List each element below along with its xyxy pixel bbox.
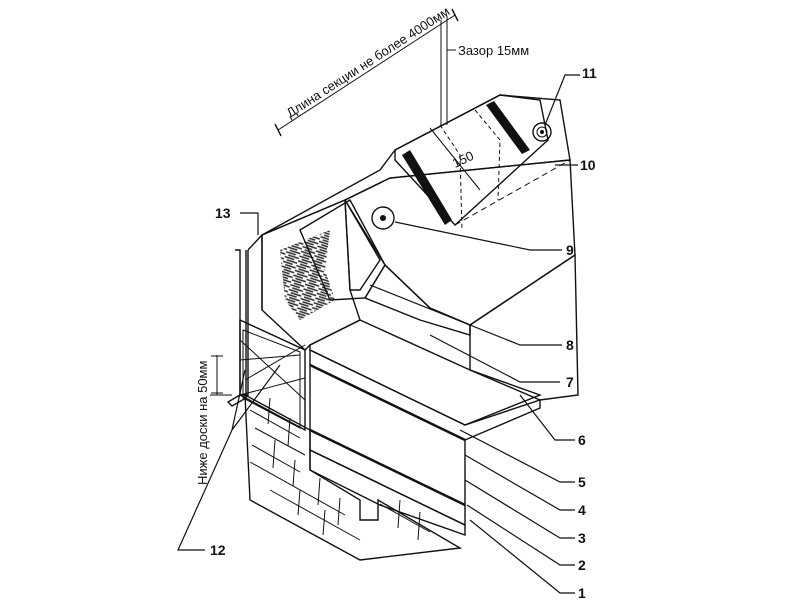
streak-band bbox=[363, 263, 471, 336]
callout-7: 7 bbox=[566, 374, 574, 390]
dimension-section-length bbox=[274, 8, 459, 137]
label-overlap-150: 150 bbox=[450, 148, 476, 171]
layer-1-base-slab bbox=[309, 428, 466, 527]
metal-coping bbox=[394, 94, 571, 231]
drip-edge bbox=[226, 249, 247, 407]
label-gap: Зазор 15мм bbox=[458, 43, 529, 58]
layer-6-base-roofing bbox=[309, 319, 542, 426]
layer-10-top-roofing bbox=[469, 253, 579, 401]
callout-11: 11 bbox=[582, 65, 597, 81]
layer-5-screed bbox=[309, 348, 541, 441]
brick-wall bbox=[244, 393, 463, 561]
callout-6: 6 bbox=[578, 432, 586, 448]
coping-clamp-right bbox=[486, 101, 530, 154]
callout-13: 13 bbox=[215, 205, 231, 221]
layer-7-cant-strip bbox=[344, 199, 381, 291]
callout-9: 9 bbox=[566, 242, 574, 258]
label-below-board: Ниже доски на 50мм bbox=[195, 361, 210, 485]
upstand-inner-shading bbox=[280, 230, 335, 320]
label-section-length: Длина секции не более 4000мм bbox=[283, 4, 452, 121]
callout-10: 10 bbox=[580, 157, 596, 173]
layer-9-cap-sheet bbox=[343, 159, 576, 326]
coping-clamp-left bbox=[402, 150, 452, 225]
parapet-corner bbox=[247, 234, 263, 251]
callout-1: 1 bbox=[578, 585, 586, 601]
slab-face bbox=[309, 448, 466, 536]
callout-3: 3 bbox=[578, 530, 586, 546]
leader-lines bbox=[177, 74, 580, 594]
dimension-below-board bbox=[210, 355, 232, 396]
layer-2-vapour-barrier bbox=[309, 428, 466, 507]
callout-8: 8 bbox=[566, 337, 574, 353]
parapet-outer-face bbox=[240, 235, 263, 396]
callout-4: 4 bbox=[578, 502, 586, 518]
callout-5: 5 bbox=[578, 474, 586, 490]
callout-2: 2 bbox=[578, 557, 586, 573]
callout-12: 12 bbox=[210, 542, 226, 558]
parapet-top-edge bbox=[261, 94, 571, 236]
fastener-9-washer bbox=[371, 206, 395, 230]
fastener-11-screw bbox=[532, 122, 552, 142]
